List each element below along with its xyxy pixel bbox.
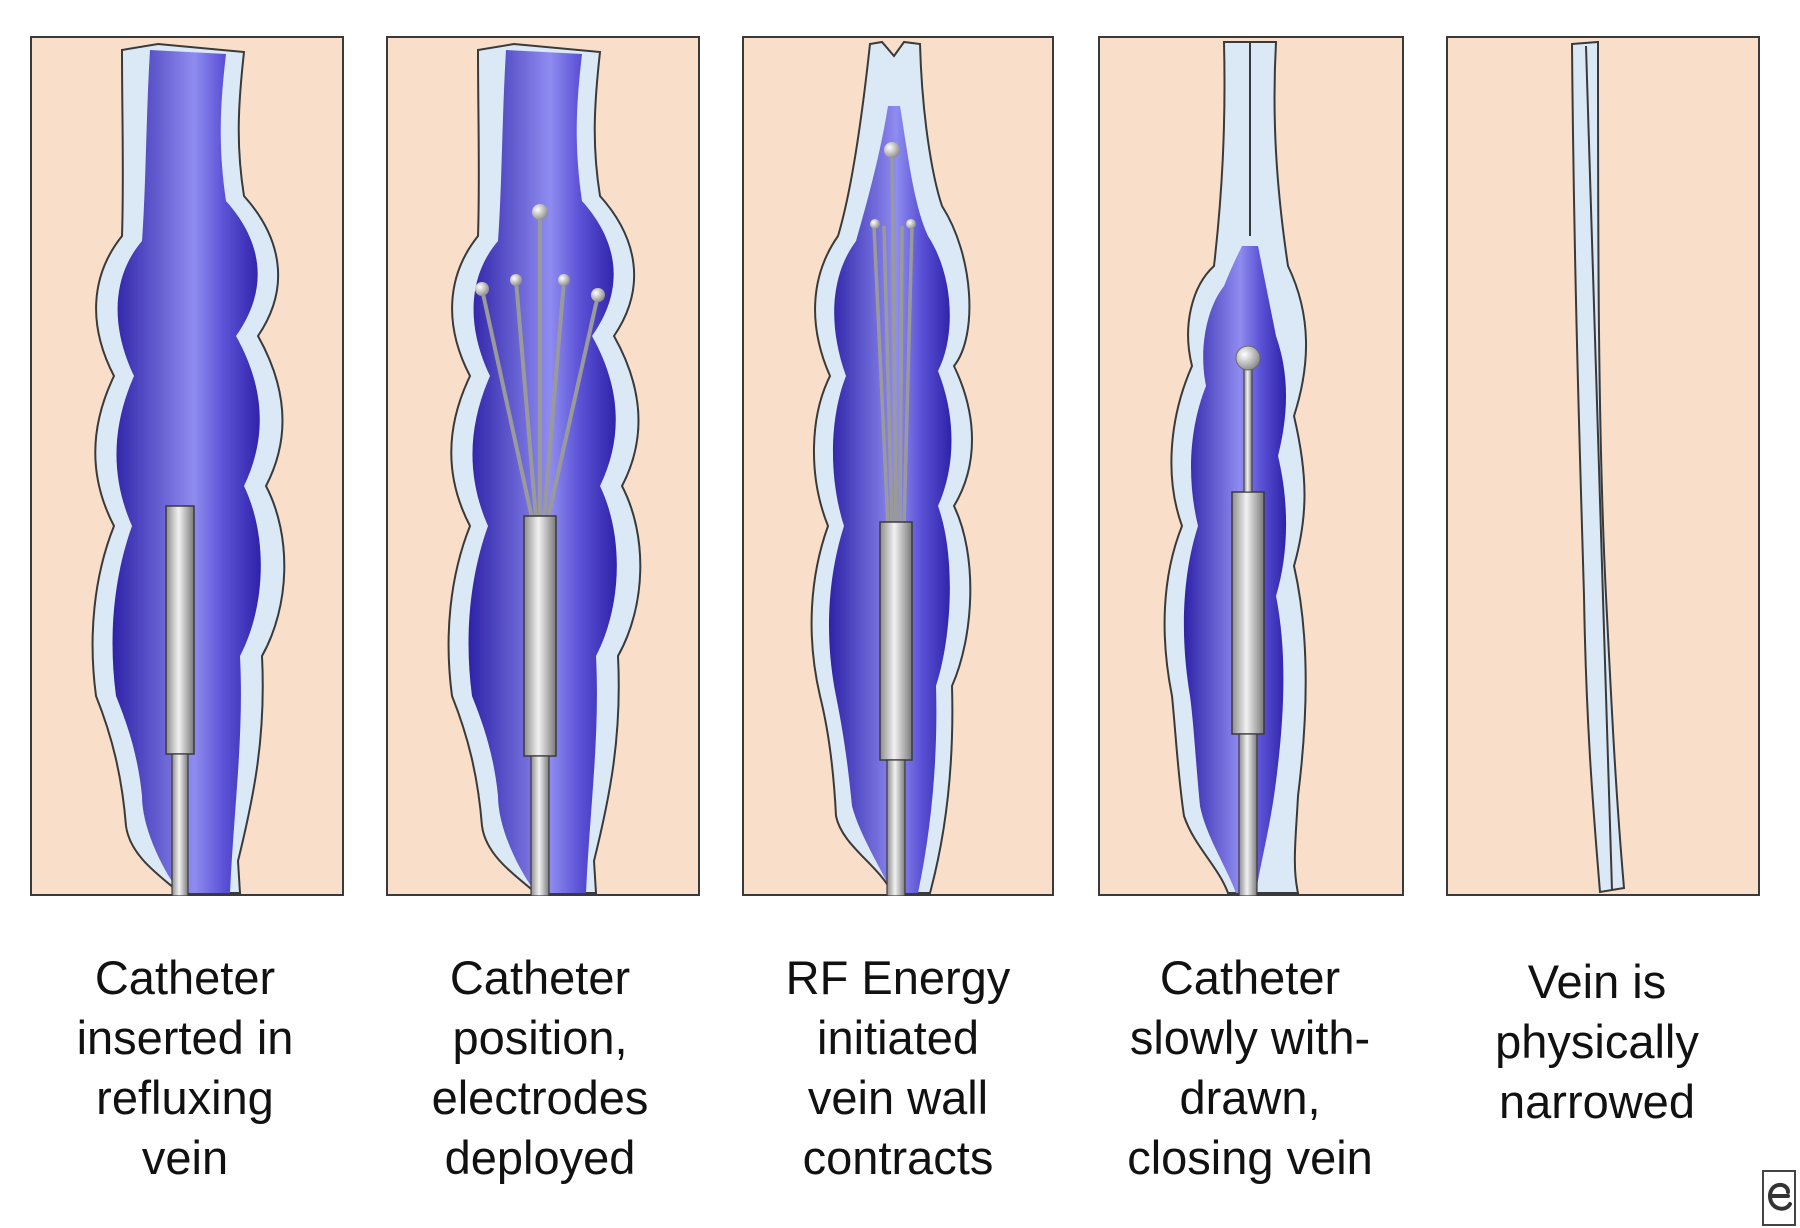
catheter-shaft [1238,733,1258,896]
caption-line: Vein is [1527,955,1667,1008]
electrode-wire [898,225,904,527]
caption-line: deployed [444,1131,636,1184]
electrode-wire [890,149,898,527]
electrode-tip [1235,345,1261,371]
e-logo-icon [1762,1170,1796,1226]
caption-line: physically [1495,1015,1699,1068]
vein-lumen [112,50,261,893]
caption-line: position, [452,1011,628,1064]
panel-catheter-withdrawn [1098,36,1404,896]
caption-line: contracts [802,1131,994,1184]
catheter-sheath [165,505,195,755]
caption-line: Catheter [449,951,631,1004]
electrode-tip [532,204,548,220]
catheter-shaft [530,755,550,896]
panel-catheter-inserted [30,36,344,896]
panel-1-illustration [30,36,344,896]
catheter-sheath [879,521,913,761]
electrode-tip [884,142,900,158]
caption-line: initiated [817,1011,979,1064]
caption-line: drawn, [1179,1071,1321,1124]
caption-line: closing vein [1127,1131,1373,1184]
closed-vein-seam [1585,45,1613,891]
panel-rf-energy [742,36,1054,896]
panel-4-illustration [1098,36,1404,896]
caption-line: vein wall [807,1071,989,1124]
caption-line: Catheter [94,951,276,1004]
electrode-wire [480,288,534,519]
electrode-tip [870,219,880,229]
catheter-shaft [171,753,189,896]
catheter-sheath [1231,491,1265,735]
electrode-wire [542,279,566,519]
caption-electrodes-deployed: Catheter position, electrodes deployed [375,948,705,1188]
caption-line: Catheter [1159,951,1341,1004]
caption-line: vein [141,1131,229,1184]
electrode-array [480,212,600,519]
panel-vein-narrowed [1446,36,1760,896]
electrode-wire [882,225,894,527]
electrode-tip [906,219,916,229]
electrode-shaft [1243,365,1253,493]
electrode-tip [591,288,605,302]
caption-line: inserted in [76,1011,294,1064]
panel-2-illustration [386,36,700,896]
panel-3-illustration [742,36,1054,896]
caption-line: electrodes [431,1071,649,1124]
caption-line: narrowed [1499,1075,1695,1128]
panel-5-illustration [1446,36,1760,896]
electrode-tip [510,274,522,286]
catheter-shaft [886,759,906,896]
electrode-wire [514,279,538,519]
panel-electrodes-deployed [386,36,700,896]
catheter-sheath [523,515,557,757]
caption-vein-narrowed: Vein is physically narrowed [1432,952,1762,1132]
electrode-wire [546,294,600,519]
electrode-array [872,149,914,527]
vein-lumen [468,50,617,893]
caption-line: slowly with- [1129,1011,1371,1064]
caption-rf-energy: RF Energy initiated vein wall contracts [733,948,1063,1188]
electrode-wire [872,225,890,527]
electrode-tip [558,274,570,286]
caption-catheter-inserted: Catheter inserted in refluxing vein [20,948,350,1188]
caption-line: refluxing [96,1071,274,1124]
electrode-wire [902,225,914,527]
caption-line: RF Energy [785,951,1011,1004]
caption-catheter-withdrawn: Catheter slowly with- drawn, closing vei… [1085,948,1415,1188]
electrode-tip [475,282,489,296]
